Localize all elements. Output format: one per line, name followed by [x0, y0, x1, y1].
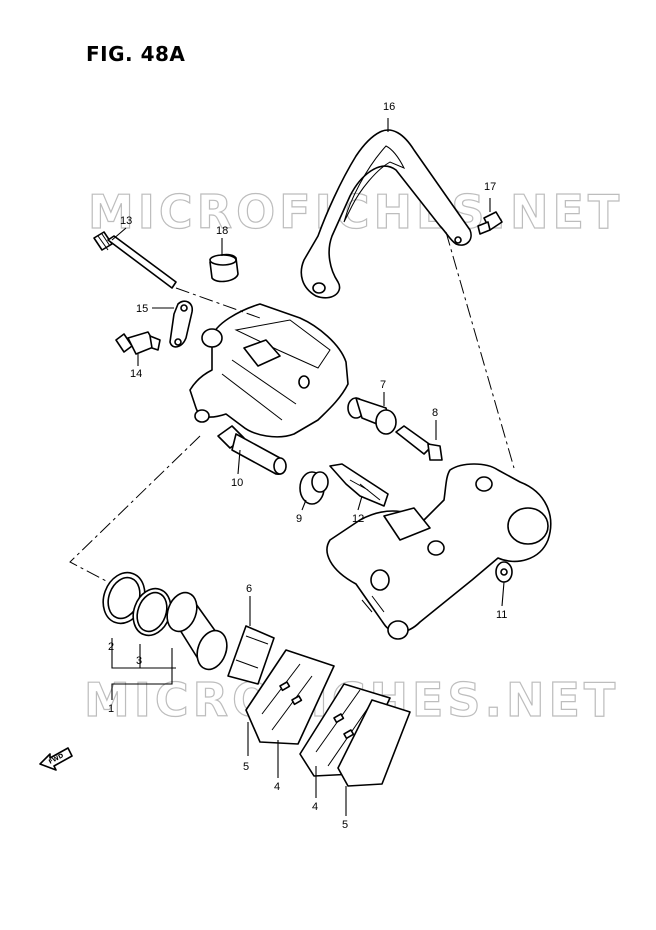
callout-5-left: 5	[243, 761, 249, 773]
callout-2: 2	[108, 641, 114, 653]
callout-18: 18	[216, 225, 228, 237]
watermark-top: MICROFICHES.NET	[88, 185, 623, 239]
callout-4-right: 4	[312, 801, 318, 813]
callout-3: 3	[136, 655, 142, 667]
part-seal-2	[102, 571, 146, 625]
callout-1: 1	[108, 703, 114, 715]
callout-16: 16	[383, 101, 395, 113]
callout-7: 7	[380, 379, 386, 391]
callout-12: 12	[352, 513, 364, 525]
part-cap	[209, 253, 239, 283]
leader-lines	[69, 118, 515, 816]
fwd-arrow-icon: FWD	[39, 747, 73, 771]
callout-5-right: 5	[342, 819, 348, 831]
part-piston	[166, 591, 228, 671]
callout-8: 8	[432, 407, 438, 419]
callout-14: 14	[130, 368, 142, 380]
part-caliper-bracket	[326, 463, 552, 640]
part-shim	[227, 625, 275, 685]
callout-10: 10	[231, 477, 243, 489]
part-washer	[495, 561, 513, 583]
part-bleeder	[115, 331, 161, 355]
callout-15: 15	[136, 303, 148, 315]
callout-4-left: 4	[274, 781, 280, 793]
callout-13: 13	[120, 215, 132, 227]
part-torque-bracket	[300, 129, 472, 299]
part-caliper-body	[189, 303, 349, 438]
figure-title: FIG. 48A	[86, 42, 186, 66]
part-pad-inner	[245, 649, 335, 745]
part-boot-9	[299, 471, 329, 505]
part-seal-3	[132, 587, 172, 637]
part-boot	[347, 397, 397, 435]
callout-17: 17	[484, 181, 496, 193]
callout-11: 11	[496, 609, 507, 621]
part-pad-shim-outer	[337, 699, 411, 787]
part-slide-pin	[217, 425, 287, 475]
callout-6: 6	[246, 583, 252, 595]
part-bolt-17	[477, 211, 503, 235]
part-caliper-pin	[93, 231, 177, 289]
callout-numbers: 16 17 13 18 15 14 7 8 10 9 12 11 6 2 3 1…	[108, 101, 507, 831]
part-pad-spring	[329, 463, 389, 507]
part-pin-8	[395, 425, 443, 461]
part-plate-15	[169, 300, 194, 348]
callout-9: 9	[296, 513, 302, 525]
